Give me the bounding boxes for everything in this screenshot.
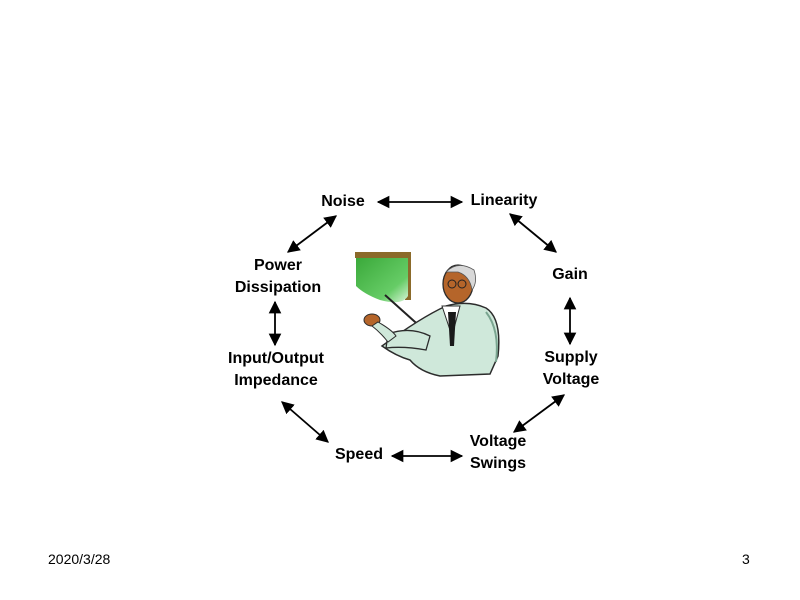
page-number: 3 xyxy=(742,551,750,567)
node-linearity: Linearity xyxy=(470,192,538,209)
arrow-supply-swings xyxy=(512,394,566,433)
presenter-with-board-icon xyxy=(355,252,500,377)
node-power-dissipation: Power Dissipation xyxy=(234,257,322,296)
footer-date: 2020/3/28 xyxy=(48,551,111,567)
arrow-speed-impedance xyxy=(281,401,329,443)
node-speed: Speed xyxy=(334,446,383,463)
arrow-linearity-gain xyxy=(509,213,557,253)
arrow-power-noise xyxy=(286,215,338,253)
node-gain: Gain xyxy=(552,266,588,283)
node-input-output-impedance: Input/Output Impedance xyxy=(228,350,324,389)
node-voltage-swings: Voltage Swings xyxy=(469,433,527,472)
node-noise: Noise xyxy=(321,193,365,210)
node-supply-voltage: Supply Voltage xyxy=(542,349,600,388)
